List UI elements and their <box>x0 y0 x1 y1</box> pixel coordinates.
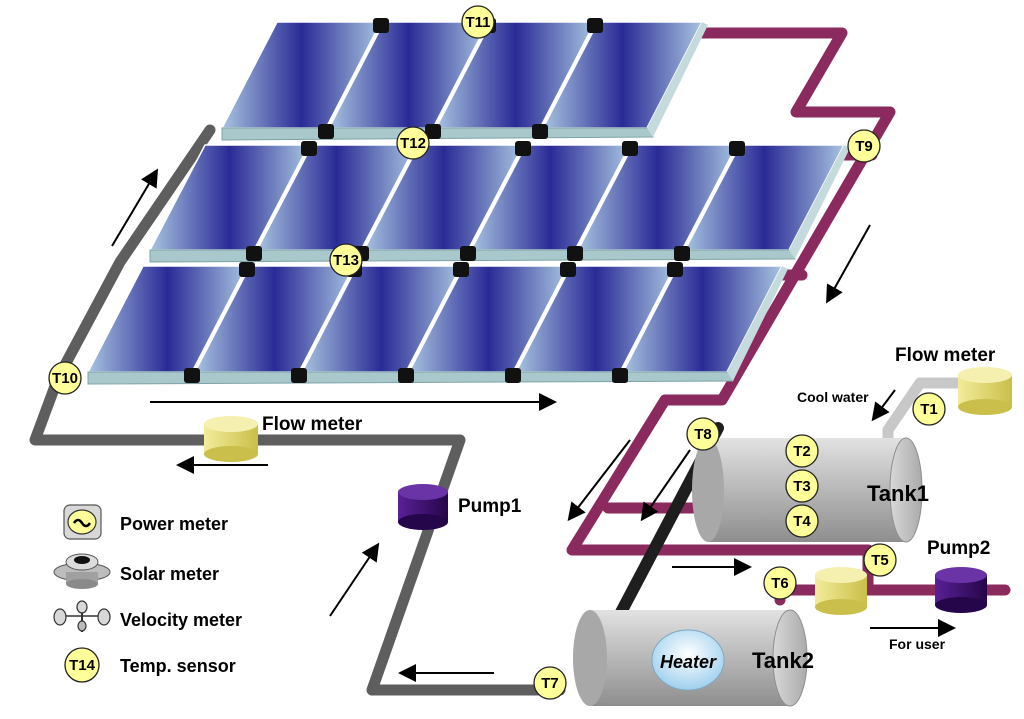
svg-text:T13: T13 <box>333 252 359 269</box>
panel-connector <box>301 141 317 156</box>
svg-text:T4: T4 <box>793 513 811 530</box>
flow-meter-top-label: Flow meter <box>895 345 996 366</box>
arrow-up-left <box>111 168 159 247</box>
panel-connector <box>587 18 603 33</box>
legend-label-temp-sensor: Temp. sensor <box>120 656 236 676</box>
sensor-t11: T11 <box>461 5 495 39</box>
pump1 <box>398 484 448 530</box>
temp-sensors: T11 T12 T13 T9 T10 T8 T1 T2 T3 T4 T5 T6 … <box>48 5 946 700</box>
sensor-t4: T4 <box>785 504 819 538</box>
pump2-label: Pump2 <box>927 538 990 559</box>
svg-text:T3: T3 <box>793 478 811 495</box>
svg-text:T10: T10 <box>52 370 78 387</box>
sensor-t3: T3 <box>785 469 819 503</box>
velocity-meter-icon <box>53 600 111 632</box>
solar-panel-array <box>86 18 850 385</box>
panel-row-side <box>789 145 850 259</box>
solar-meter-icon <box>53 553 111 589</box>
flow-meter-left <box>204 416 258 462</box>
arrow-down-right-pipe <box>826 224 871 304</box>
heater-label: Heater <box>660 652 717 672</box>
svg-text:T11: T11 <box>465 14 490 31</box>
svg-text:T9: T9 <box>855 138 873 155</box>
panel-connector <box>239 262 255 277</box>
tank2-label: Tank2 <box>752 648 814 673</box>
panel-connector <box>612 368 628 383</box>
svg-text:T7: T7 <box>541 675 559 692</box>
panel-connector <box>729 141 745 156</box>
panel-connector <box>184 368 200 383</box>
sensor-t2: T2 <box>785 434 819 468</box>
sensor-t5: T5 <box>863 543 897 577</box>
pump2 <box>935 567 987 613</box>
svg-text:T8: T8 <box>694 426 712 443</box>
tank2 <box>573 609 808 707</box>
arrow-cool-water <box>871 389 896 422</box>
panel-connector <box>453 262 469 277</box>
panel-connector <box>515 141 531 156</box>
svg-text:T1: T1 <box>920 401 938 418</box>
sensor-t6: T6 <box>763 566 797 600</box>
panel-connector <box>622 141 638 156</box>
pump1-label: Pump1 <box>458 496 522 517</box>
panel-connector <box>425 124 441 139</box>
panel-connector <box>560 262 576 277</box>
panel-connector <box>505 368 521 383</box>
panel-connector <box>532 124 548 139</box>
sensor-t10: T10 <box>48 361 82 395</box>
legend-label-velocity-meter: Velocity meter <box>120 610 242 630</box>
temp-sensor-icon: T14 <box>64 647 100 683</box>
panel-connector <box>318 124 334 139</box>
flow-meter-tank <box>815 567 867 615</box>
sensor-t1: T1 <box>912 392 946 426</box>
arrow-down-left-pipe <box>567 439 631 522</box>
svg-text:T6: T6 <box>771 575 789 592</box>
panel-connector <box>246 246 262 261</box>
panel-connector <box>460 246 476 261</box>
return-pipe-left <box>29 124 566 696</box>
flow-meter-top <box>958 367 1012 415</box>
arrow-down-black-pipe <box>640 449 691 522</box>
power-meter-icon <box>63 504 102 540</box>
svg-text:T14: T14 <box>69 657 96 674</box>
cool-water-label: Cool water <box>797 389 869 405</box>
panel-connector <box>667 262 683 277</box>
for-user-label: For user <box>889 636 946 652</box>
flow-arrows <box>111 168 956 682</box>
sensor-t13: T13 <box>329 243 363 277</box>
svg-text:T12: T12 <box>400 135 426 152</box>
panel-connector <box>398 368 414 383</box>
sensor-t7: T7 <box>533 666 567 700</box>
svg-text:T5: T5 <box>871 552 889 569</box>
legend-label-solar-meter: Solar meter <box>120 564 219 584</box>
sensor-t12: T12 <box>396 126 430 160</box>
sensor-t8: T8 <box>686 417 720 451</box>
legend: Power meter Solar meter Velocity meter T… <box>53 504 242 683</box>
panel-connector <box>373 18 389 33</box>
hot-pipe-upper <box>566 27 896 596</box>
tank1-label: Tank1 <box>867 481 929 506</box>
panel-connector <box>291 368 307 383</box>
heater-window <box>651 629 725 691</box>
sensor-t9: T9 <box>847 129 881 163</box>
arrow-up-pump1 <box>329 542 380 617</box>
panel-row-side <box>647 22 708 137</box>
svg-text:T2: T2 <box>793 443 811 460</box>
panel-connector <box>567 246 583 261</box>
panel-connector <box>674 246 690 261</box>
legend-label-power-meter: Power meter <box>120 514 228 534</box>
flow-meter-left-label: Flow meter <box>262 414 363 435</box>
panel-row-side <box>727 266 788 381</box>
